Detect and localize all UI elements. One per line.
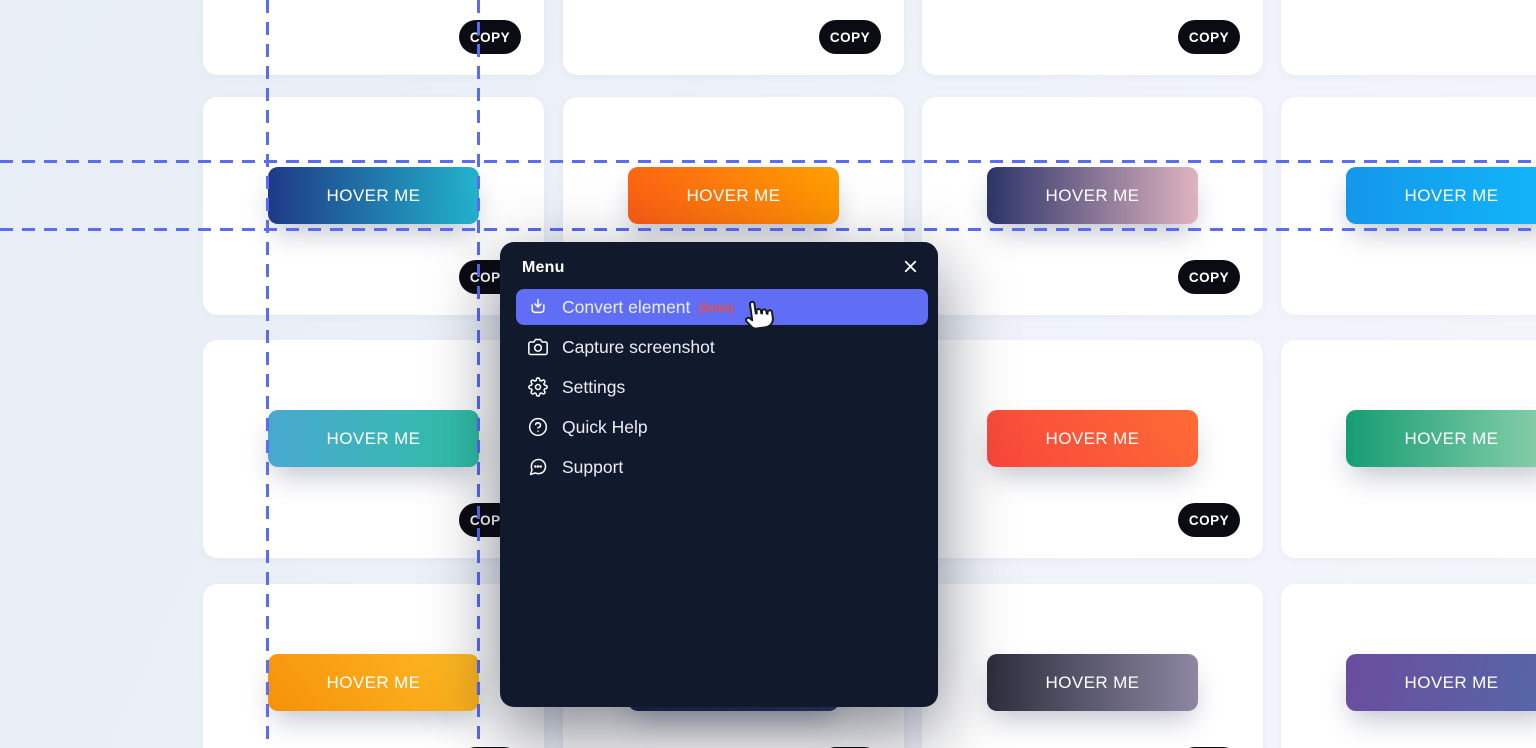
menu-item-label: Settings [562,376,626,397]
hover-me-button[interactable]: HOVER ME [268,410,479,467]
hover-me-button[interactable]: HOVER ME [1346,654,1536,711]
card: COPY [922,0,1263,75]
menu-title: Menu [522,259,565,276]
selection-guide-line-horizontal [0,228,1536,231]
copy-button[interactable]: COPY [1178,503,1240,537]
menu-item-label: Convert element [562,296,691,317]
copy-button[interactable]: COPY [459,20,521,54]
hover-me-button[interactable]: HOVER ME [628,167,839,224]
camera-icon [527,337,548,358]
support-icon [527,457,548,478]
hover-me-button[interactable]: HOVER ME [1346,167,1536,224]
card: HOVER ME COPY [922,340,1263,558]
hover-me-button[interactable]: HOVER ME [987,167,1198,224]
menu-item-label: Capture screenshot [562,336,715,357]
hover-me-button[interactable]: HOVER ME [1346,410,1536,467]
close-button[interactable] [898,256,922,280]
menu-item-support[interactable]: Support [516,449,928,485]
hover-me-button[interactable]: HOVER ME [268,167,479,224]
menu-item-convert-element[interactable]: Convert element (beta) [516,289,928,325]
help-icon [527,417,548,438]
hover-me-button[interactable]: HOVER ME [987,410,1198,467]
card: COPY [1281,0,1536,75]
card: COPY [203,0,544,75]
menu-item-label: Support [562,456,624,477]
menu-header: Menu [500,242,938,286]
hover-me-button[interactable]: HOVER ME [987,654,1198,711]
selection-guide-line-horizontal [0,160,1536,163]
menu-item-quick-help[interactable]: Quick Help [516,409,928,445]
gear-icon [527,377,548,398]
selection-guide-line-vertical [266,0,269,748]
card: COPY [563,0,904,75]
menu-item-label: Quick Help [562,416,648,437]
copy-button[interactable]: COPY [1178,260,1240,294]
convert-icon [527,297,548,318]
beta-badge: (beta) [698,299,734,315]
menu-item-settings[interactable]: Settings [516,369,928,405]
menu-item-capture-screenshot[interactable]: Capture screenshot [516,329,928,365]
copy-button[interactable]: COPY [819,20,881,54]
context-menu: Menu Convert element (beta) Capture screen… [500,242,938,707]
selection-guide-line-vertical [477,0,480,748]
close-icon [901,257,920,279]
copy-button[interactable]: COPY [1178,20,1240,54]
card: HOVER ME COPY [922,97,1263,315]
hover-me-button[interactable]: HOVER ME [268,654,479,711]
hand-pointer-icon [741,294,777,337]
